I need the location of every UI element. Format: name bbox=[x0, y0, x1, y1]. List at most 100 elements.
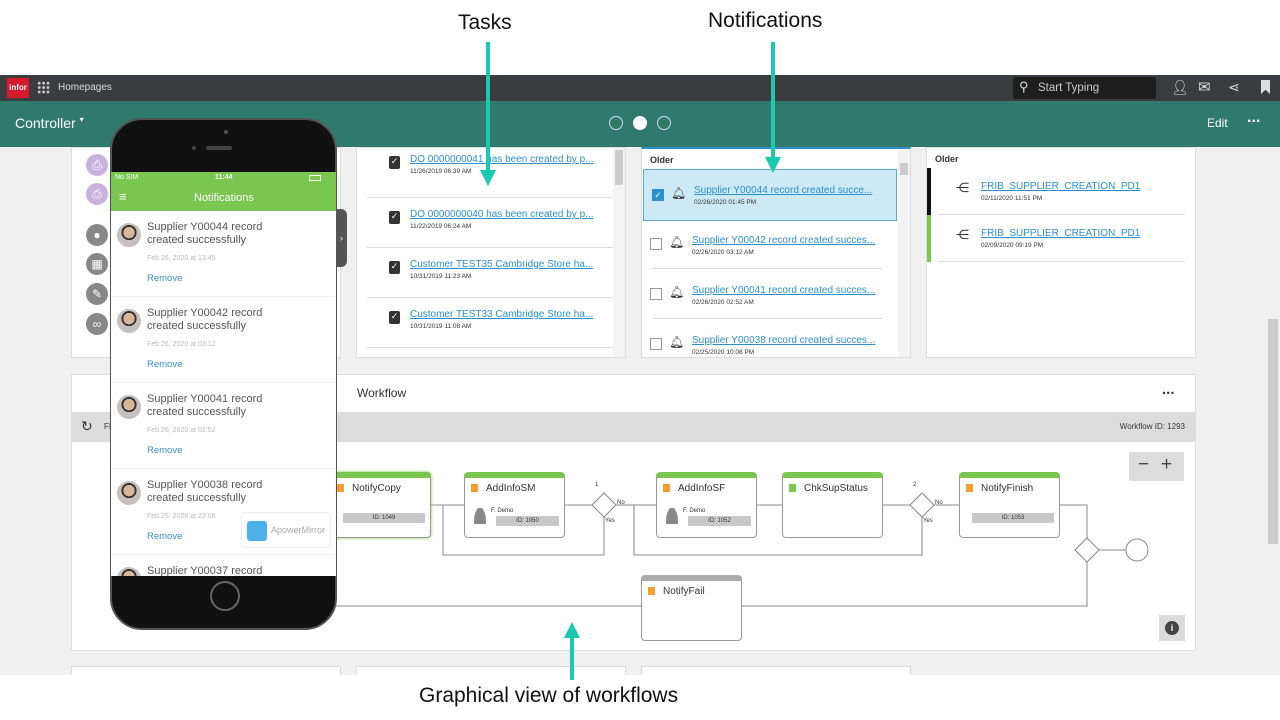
task-item[interactable]: ✓ Customer TEST35 Cambridge Store ha... … bbox=[367, 248, 615, 298]
status-bar bbox=[927, 215, 931, 262]
task-link[interactable]: DO 0000000040 has been created by p... bbox=[410, 209, 594, 220]
phone-notification-item[interactable]: Supplier Y00038 record created successfu… bbox=[111, 469, 335, 555]
node-name: ChkSupStatus bbox=[804, 483, 868, 494]
edit-icon[interactable]: ✎ bbox=[86, 283, 108, 305]
page-dot-3[interactable] bbox=[657, 116, 671, 130]
workflow-icon: ⋲ bbox=[956, 227, 969, 242]
zoom-out-button[interactable]: − bbox=[1138, 454, 1150, 475]
workflow-link[interactable]: FRIB_SUPPLIER_CREATION_PD1 bbox=[981, 228, 1141, 239]
share-icon[interactable]: ⋖ bbox=[1228, 79, 1240, 95]
print-icon[interactable]: ⎙ bbox=[86, 154, 108, 176]
phone-notification-item[interactable]: Supplier Y00041 record created successfu… bbox=[111, 383, 335, 469]
search-placeholder: Start Typing bbox=[1038, 82, 1100, 94]
workflow-node-addinfosm[interactable]: AddInfoSM F. Demo ID: 1050 bbox=[464, 472, 565, 538]
user-icon[interactable]: ● bbox=[86, 224, 108, 246]
notification-link[interactable]: Supplier Y00038 record created succes... bbox=[692, 335, 876, 346]
phone-home-button[interactable] bbox=[210, 581, 240, 611]
annotation-notifications: Notifications bbox=[708, 9, 823, 32]
watermark-text: ApowerMirror bbox=[271, 525, 326, 535]
workflow-node-notifyfinish[interactable]: NotifyFinish ID: 1053 bbox=[959, 472, 1060, 538]
remove-button[interactable]: Remove bbox=[147, 273, 183, 284]
phone-notification-text: Supplier Y00037 record bbox=[147, 565, 263, 576]
page-dot-2-active[interactable] bbox=[633, 116, 647, 130]
hamburger-menu-icon[interactable]: ≡ bbox=[119, 189, 127, 204]
node-name: NotifyCopy bbox=[352, 483, 401, 494]
edit-button[interactable]: Edit bbox=[1207, 116, 1228, 130]
notification-checkbox[interactable]: ✓ bbox=[652, 189, 664, 201]
task-check-icon: ✓ bbox=[389, 211, 400, 224]
phone-notification-text: Supplier Y00041 record created successfu… bbox=[147, 393, 263, 418]
homepages-link[interactable]: Homepages bbox=[58, 82, 112, 93]
node-type-icon bbox=[966, 484, 973, 492]
task-link[interactable]: Customer TEST33 Cambridge Store ha... bbox=[410, 309, 594, 320]
bell-icon: 🔔︎ bbox=[669, 235, 685, 249]
remove-button[interactable]: Remove bbox=[147, 531, 183, 542]
phone-side-toggle[interactable]: › bbox=[336, 209, 347, 267]
workflow-node-chksupstatus[interactable]: ChkSupStatus bbox=[782, 472, 883, 538]
node-type-icon bbox=[789, 484, 796, 492]
homepage-selector[interactable]: Controller ▾ bbox=[15, 115, 84, 131]
workflow-more-button[interactable]: ... bbox=[1162, 381, 1175, 398]
top-bar: infor Homepages ⚲ Start Typing 👤︎ ✉ ⋖ bbox=[0, 75, 1280, 101]
phone-notification-item[interactable]: Supplier Y00037 record bbox=[111, 555, 335, 576]
workflow-node-addinfosf[interactable]: AddInfoSF F. Demo ID: 1052 bbox=[656, 472, 757, 538]
link-icon[interactable]: ∞ bbox=[86, 313, 108, 335]
notification-date: 02/26/2020 01:45 PM bbox=[694, 199, 757, 206]
infor-logo[interactable]: infor bbox=[7, 78, 29, 98]
node-name: NotifyFinish bbox=[981, 483, 1034, 494]
workflow-node-notifycopy[interactable]: NotifyCopy ID: 1049 bbox=[330, 472, 431, 538]
task-check-icon: ✓ bbox=[389, 261, 400, 274]
task-item[interactable]: ✓ Customer TEST33 Cambridge Store ha... … bbox=[367, 298, 615, 348]
notification-checkbox[interactable] bbox=[650, 288, 662, 300]
workflow-item[interactable]: ⋲ FRIB_SUPPLIER_CREATION_PD1 02/09/2020 … bbox=[938, 215, 1185, 262]
page-scrollbar[interactable] bbox=[1268, 147, 1278, 675]
notification-checkbox[interactable] bbox=[650, 338, 662, 350]
remove-button[interactable]: Remove bbox=[147, 445, 183, 456]
print-icon[interactable]: ⎙ bbox=[86, 183, 108, 205]
task-link[interactable]: DO 0000000041 has been created by p... bbox=[410, 154, 594, 165]
zoom-in-button[interactable]: + bbox=[1161, 454, 1173, 475]
notification-link[interactable]: Supplier Y00042 record created succes... bbox=[692, 235, 876, 246]
mail-icon[interactable]: ✉ bbox=[1198, 79, 1211, 96]
page-title: Controller bbox=[15, 115, 76, 131]
avatar bbox=[117, 481, 141, 505]
workflow-item[interactable]: ⋲ FRIB_SUPPLIER_CREATION_PD1 02/11/2020 … bbox=[938, 168, 1185, 215]
search-icon: ⚲ bbox=[1019, 79, 1029, 94]
phone-notification-item[interactable]: Supplier Y00042 record created successfu… bbox=[111, 297, 335, 383]
apps-grid-icon[interactable] bbox=[37, 81, 50, 94]
calculator-icon[interactable]: ▦ bbox=[86, 253, 108, 275]
bell-icon: 🔔︎ bbox=[671, 186, 687, 200]
more-menu-button[interactable]: ... bbox=[1247, 109, 1261, 126]
task-item[interactable]: ✓ DO 0000000040 has been created by p...… bbox=[367, 198, 615, 248]
section-label: Older bbox=[935, 154, 959, 164]
node-name: AddInfoSM bbox=[486, 483, 536, 494]
notifications-scrollbar[interactable] bbox=[898, 149, 910, 357]
node-user: F. Demo bbox=[683, 508, 706, 514]
search-input[interactable]: ⚲ Start Typing bbox=[1013, 77, 1156, 99]
workflow-link[interactable]: FRIB_SUPPLIER_CREATION_PD1 bbox=[981, 181, 1141, 192]
workflow-node-notifyfail[interactable]: NotifyFail bbox=[641, 575, 742, 641]
task-link[interactable]: Customer TEST35 Cambridge Store ha... bbox=[410, 259, 594, 270]
notification-date: 02/26/2020 02:52 AM bbox=[692, 299, 754, 306]
notification-item[interactable]: ✓ 🔔︎ Supplier Y00044 record created succ… bbox=[643, 169, 897, 221]
phone-time: 11:44 bbox=[215, 174, 233, 181]
notification-item[interactable]: 🔔︎ Supplier Y00042 record created succes… bbox=[650, 219, 882, 269]
status-bar bbox=[927, 168, 931, 215]
notification-item[interactable]: 🔔︎ Supplier Y00041 record created succes… bbox=[650, 269, 882, 319]
tasks-scrollbar[interactable] bbox=[613, 148, 625, 357]
info-button[interactable]: i bbox=[1159, 615, 1185, 641]
notification-date: 02/25/2020 10:08 PM bbox=[692, 349, 755, 356]
remove-button[interactable]: Remove bbox=[147, 359, 183, 370]
notification-link[interactable]: Supplier Y00044 record created succe... bbox=[694, 185, 873, 196]
refresh-icon[interactable]: ↻ bbox=[81, 418, 93, 434]
task-date: 11/26/2019 06:39 AM bbox=[410, 168, 472, 175]
page-dot-1[interactable] bbox=[609, 116, 623, 130]
bookmark-icon[interactable] bbox=[1261, 80, 1270, 94]
notification-item[interactable]: 🔔︎ Supplier Y00038 record created succes… bbox=[650, 319, 882, 357]
notification-link[interactable]: Supplier Y00041 record created succes... bbox=[692, 285, 876, 296]
task-item[interactable]: ✓ DO 0000000041 has been created by p...… bbox=[367, 148, 615, 198]
notification-checkbox[interactable] bbox=[650, 238, 662, 250]
branch-label: No bbox=[935, 500, 943, 506]
user-icon[interactable]: 👤︎ bbox=[1171, 79, 1189, 95]
phone-notification-item[interactable]: Supplier Y00044 record created successfu… bbox=[111, 211, 335, 297]
